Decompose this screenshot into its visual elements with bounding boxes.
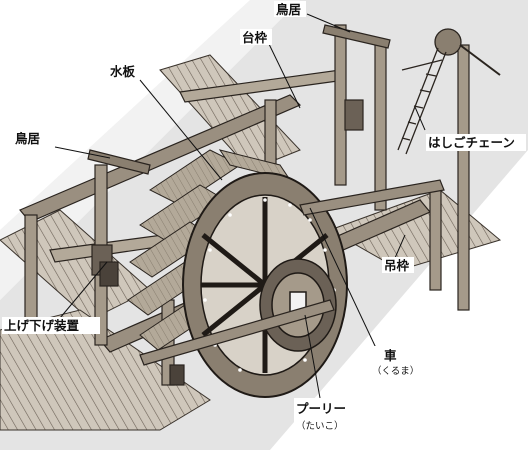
label-tsuriwaku: 吊枠 [384, 258, 410, 273]
torii-top-frame [322, 24, 391, 131]
leader-lines [54, 13, 426, 399]
label-lift-device: 上げ下げ装置 [4, 318, 80, 333]
label-pulley-reading: （たいこ） [296, 420, 344, 432]
lift-device [99, 261, 185, 386]
label-torii-top: 鳥居 [276, 2, 301, 17]
pulley-drum [259, 258, 337, 352]
label-kuruma-reading: （くるま） [372, 365, 419, 377]
labels: 鳥居 台枠 水板 はしごチェーン 鳥居 吊枠 上げ下げ装置 車 （くるま） プー… [2, 1, 526, 434]
label-pulley: プーリー [296, 401, 346, 416]
label-daiwaku: 台枠 [242, 30, 268, 45]
label-kuruma: 車 [384, 348, 397, 363]
ladder-chain [397, 28, 501, 155]
label-mizuita: 水板 [110, 64, 136, 79]
hanging-frame [139, 179, 445, 366]
label-torii-left: 鳥居 [15, 131, 40, 146]
label-ladder-chain: はしごチェーン [428, 135, 515, 150]
